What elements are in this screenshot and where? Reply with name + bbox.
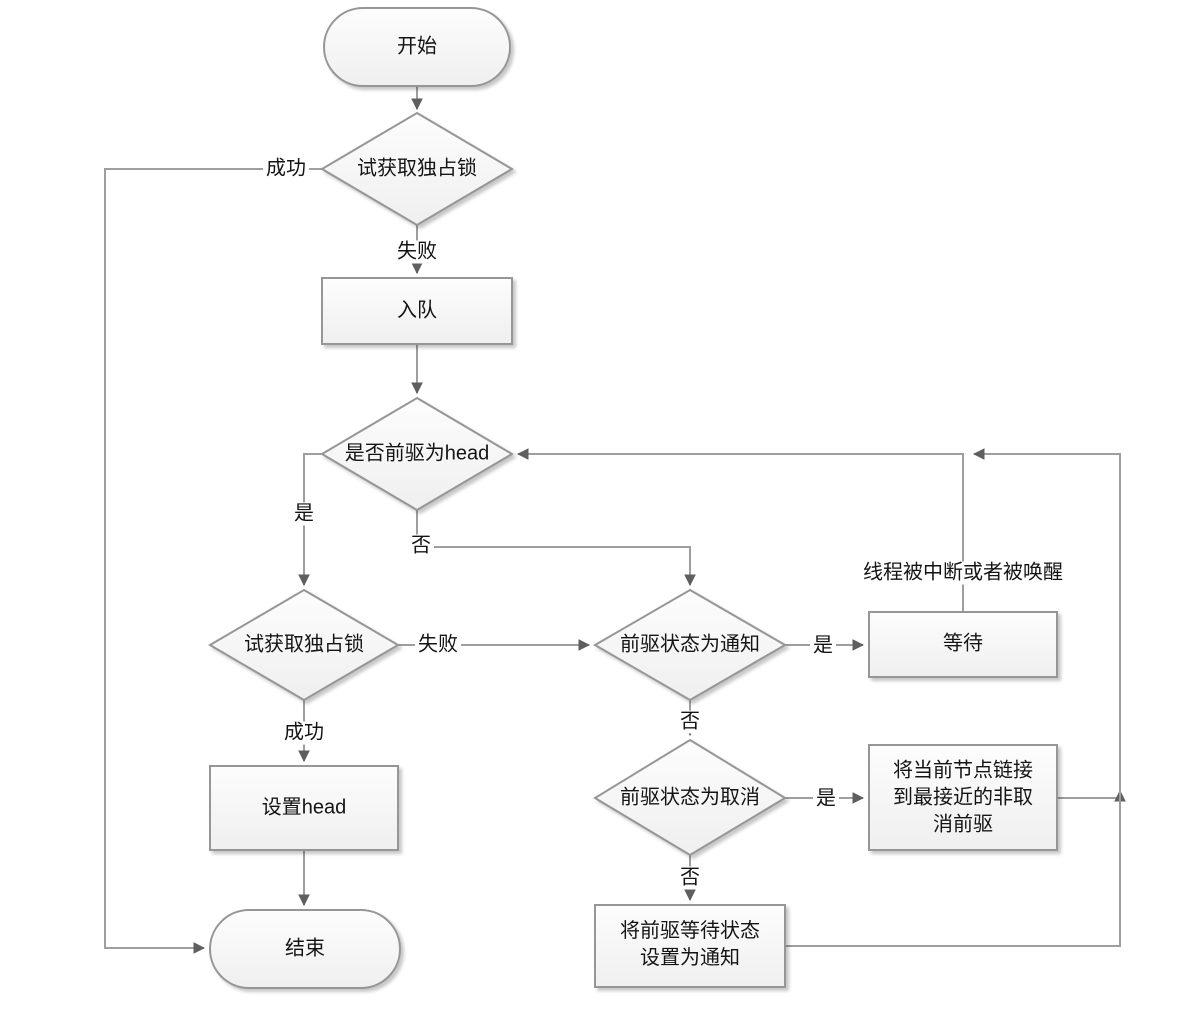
node-pred-signal-shape: [593, 588, 787, 702]
node-enqueue-shape: [321, 277, 513, 345]
node-try-lock-2-shape: [208, 588, 400, 702]
node-enqueue-label: 入队: [397, 299, 437, 322]
node-end-label: 结束: [285, 937, 325, 960]
node-set-signal-shape: [594, 904, 786, 988]
edge-label-no-2: 否: [677, 710, 703, 734]
edge-label-success-1: 成功: [263, 157, 309, 181]
edge-try-lock-1-success-to-end: [104, 168, 322, 948]
edge-wait-to-pred-head: [518, 454, 964, 612]
node-pred-head-shape: [320, 396, 514, 512]
edge-label-wakeup: 线程被中断或者被唤醒: [860, 561, 1066, 585]
node-try-lock-1-label: 试获取独占锁: [357, 157, 477, 180]
edge-set-signal-feedback-to-pred-head: [785, 454, 1121, 947]
node-end-shape: [209, 909, 401, 989]
node-try-lock-2-label: 试获取独占锁: [244, 633, 364, 656]
edge-label-yes-1: 是: [291, 502, 317, 526]
node-link-node-shape: [868, 744, 1058, 851]
edge-label-yes-2: 是: [810, 634, 836, 658]
node-pred-head-label: 是否前驱为head: [344, 442, 490, 465]
node-link-node-label: 将当前节点链接到最接近的非取消前驱: [893, 759, 1033, 836]
node-start-shape: [323, 7, 511, 87]
node-pred-signal-label: 前驱状态为通知: [620, 633, 760, 656]
node-shapes: [208, 7, 1058, 989]
edge-label-fail-2: 失败: [415, 633, 461, 657]
edge-pred-head-yes-to-try-lock-2: [304, 453, 322, 585]
edge-label-fail-1: 失败: [394, 240, 440, 264]
node-start-label: 开始: [397, 35, 437, 58]
node-pred-cancel-shape: [593, 738, 787, 857]
node-pred-cancel-label: 前驱状态为取消: [620, 786, 760, 809]
edge-pred-head-no-to-pred-signal: [416, 510, 690, 585]
node-wait-label: 等待: [943, 632, 983, 655]
node-set-signal-label: 将前驱等待状态设置为通知: [620, 920, 760, 969]
edge-label-no-3: 否: [677, 866, 703, 890]
node-set-head-label: 设置head: [261, 796, 347, 819]
edge-label-no-1: 否: [408, 534, 434, 558]
node-wait-shape: [868, 611, 1058, 678]
node-try-lock-1-shape: [320, 111, 514, 227]
node-set-head-shape: [209, 765, 399, 851]
edge-label-success-2: 成功: [281, 721, 327, 745]
edge-link-node-to-feedback-line: [1057, 791, 1120, 798]
edge-label-yes-3: 是: [813, 787, 839, 811]
